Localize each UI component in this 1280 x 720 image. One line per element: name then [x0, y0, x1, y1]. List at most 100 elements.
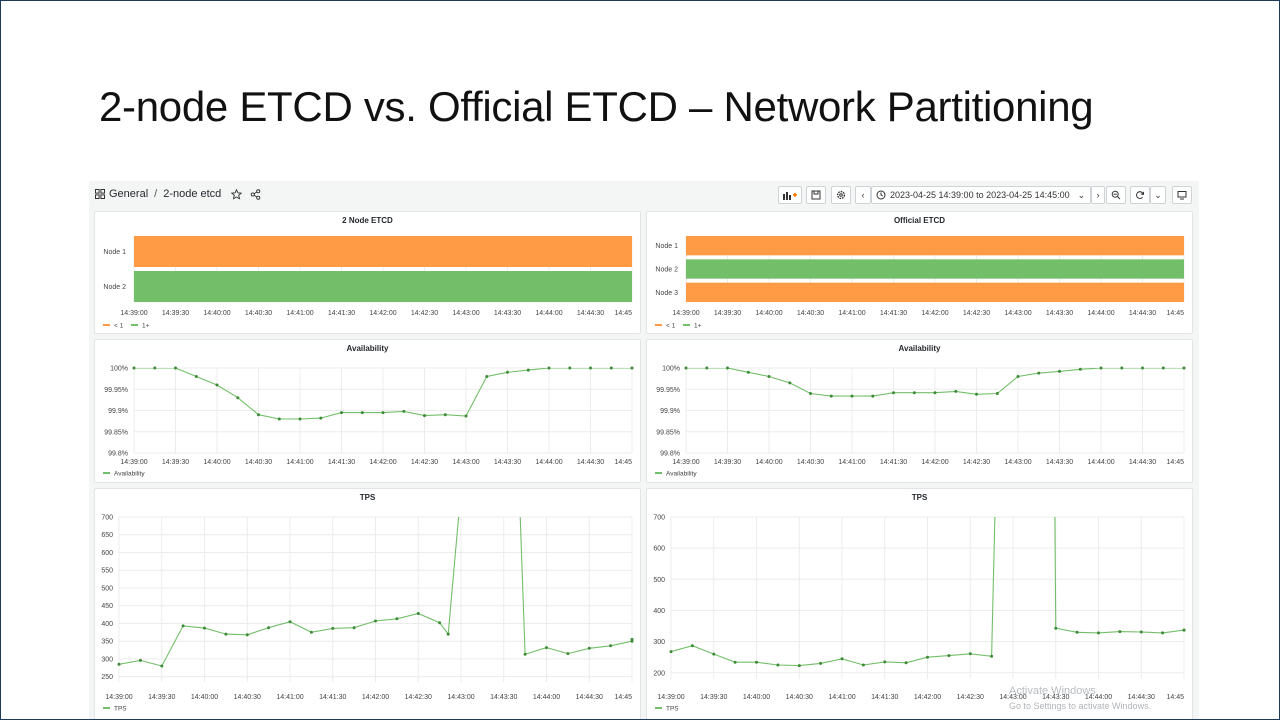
data-point — [374, 619, 377, 623]
data-point — [547, 366, 551, 370]
clock-icon — [876, 190, 886, 200]
data-point — [990, 654, 994, 658]
row-label: Node 3 — [655, 290, 678, 297]
x-tick-label: 14:39:00 — [120, 459, 147, 466]
data-point — [545, 646, 548, 650]
x-tick-label: 14:39:30 — [162, 310, 189, 317]
state-bar — [134, 236, 632, 267]
x-tick-label: 14:40:00 — [191, 694, 218, 701]
add-panel-button[interactable] — [778, 186, 802, 204]
data-point — [840, 657, 844, 661]
data-point — [309, 630, 313, 634]
x-tick-label: 14:40:30 — [786, 694, 813, 701]
chevron-right-icon: › — [1096, 190, 1100, 200]
y-tick-label: 99.9% — [660, 408, 680, 415]
refresh-interval-dropdown[interactable]: ⌄ — [1150, 186, 1166, 204]
add-panel-icon — [783, 192, 797, 200]
data-point — [526, 368, 530, 372]
chevron-left-icon: ‹ — [861, 190, 865, 200]
y-tick-label: 99.8% — [660, 451, 680, 458]
row-label: Node 2 — [655, 267, 678, 274]
share-icon[interactable] — [250, 188, 261, 200]
row-label: Node 1 — [103, 249, 126, 256]
legend-label: < 1 — [114, 323, 124, 330]
data-point — [319, 416, 323, 420]
time-shift-back-button[interactable]: ‹ — [855, 186, 871, 204]
y-tick-label: 700 — [101, 515, 113, 522]
data-point — [746, 370, 750, 374]
x-tick-label: 14:44:00 — [535, 310, 562, 317]
y-tick-label: 250 — [101, 674, 113, 681]
data-point — [506, 370, 509, 374]
data-point — [423, 414, 426, 418]
x-tick-label: 14:44:30 — [576, 694, 603, 701]
x-tick-label: 14:42:00 — [369, 310, 396, 317]
y-tick-label: 99.95% — [104, 387, 128, 394]
data-point — [1075, 630, 1079, 634]
x-tick-label: 14:41:00 — [286, 459, 313, 466]
zoom-out-button[interactable] — [1106, 186, 1126, 204]
data-point — [1097, 631, 1100, 635]
x-tick-label: 14:44:30 — [1129, 310, 1156, 317]
data-point — [705, 366, 709, 370]
x-tick-label: 14:44:30 — [577, 459, 604, 466]
data-point — [203, 626, 206, 630]
y-tick-label: 300 — [101, 656, 113, 663]
data-point — [1161, 631, 1165, 635]
data-point — [1161, 366, 1165, 370]
star-icon[interactable] — [231, 188, 243, 200]
data-point — [352, 626, 356, 630]
data-point — [523, 652, 527, 656]
refresh-button[interactable] — [1130, 186, 1150, 204]
x-tick-label: 14:44:00 — [533, 694, 560, 701]
y-tick-label: 300 — [653, 639, 665, 646]
refresh-icon — [1136, 191, 1145, 199]
x-tick-label: 14:44:30 — [1129, 459, 1156, 466]
y-tick-label: 99.8% — [108, 451, 128, 458]
legend-label: 1+ — [142, 323, 150, 330]
state-bar — [686, 282, 1184, 302]
x-tick-label: 14:41:30 — [871, 694, 898, 701]
legend-label: Availability — [114, 471, 145, 478]
data-point — [1182, 366, 1186, 370]
x-tick-label: 14:43:30 — [494, 310, 521, 317]
data-point — [904, 661, 908, 665]
chevron-down-icon: ⌄ — [1077, 189, 1086, 200]
panel-title: TPS — [911, 493, 928, 502]
data-point — [1120, 366, 1124, 370]
data-point — [1139, 630, 1143, 634]
data-point — [995, 392, 999, 395]
breadcrumb-root[interactable]: General — [109, 188, 149, 200]
tv-mode-button[interactable] — [1172, 186, 1192, 204]
y-tick-label: 500 — [653, 577, 665, 584]
time-shift-forward-button[interactable]: › — [1091, 186, 1105, 204]
data-point — [1054, 626, 1058, 630]
y-tick-label: 450 — [101, 603, 113, 610]
x-tick-label: 14:40:30 — [234, 694, 261, 701]
x-tick-label: 14:42:00 — [921, 459, 948, 466]
data-point — [215, 383, 219, 387]
y-tick-label: 650 — [101, 532, 113, 539]
chevron-down-icon: ⌄ — [1154, 189, 1162, 200]
dashboards-grid-icon[interactable] — [95, 189, 105, 199]
data-point — [443, 413, 447, 417]
dashboard-settings-button[interactable] — [831, 186, 851, 204]
data-point — [968, 652, 972, 656]
save-dashboard-button[interactable] — [806, 186, 826, 204]
data-point — [788, 381, 792, 385]
x-tick-label: 14:39:30 — [714, 459, 741, 466]
time-range-picker[interactable]: 2023-04-25 14:39:00 to 2023-04-25 14:45:… — [871, 186, 1091, 204]
x-tick-label: 14:41:00 — [276, 694, 303, 701]
breadcrumb-page[interactable]: 2-node etcd — [163, 188, 222, 200]
x-tick-label: 14:40:30 — [797, 310, 824, 317]
y-tick-label: 600 — [101, 550, 113, 557]
data-point — [395, 617, 399, 621]
y-tick-label: 700 — [653, 515, 665, 522]
x-tick-label: 14:41:00 — [838, 310, 865, 317]
data-point — [340, 411, 343, 415]
data-point — [892, 391, 895, 395]
x-tick-label: 14:41:30 — [328, 459, 355, 466]
y-tick-label: 350 — [101, 639, 113, 646]
